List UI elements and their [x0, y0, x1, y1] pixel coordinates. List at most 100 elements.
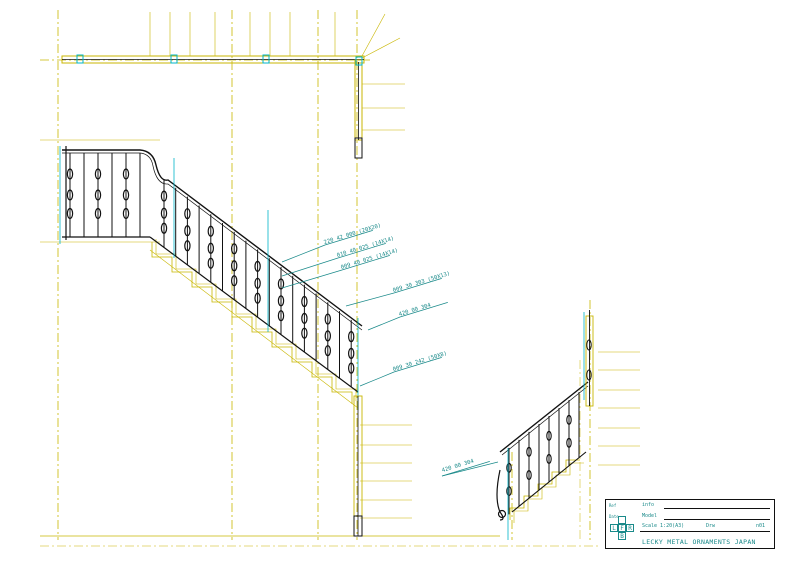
baluster-twist [324, 345, 331, 357]
volute-scroll [497, 509, 507, 519]
baluster-twist [301, 312, 308, 324]
baluster-twist [506, 486, 512, 497]
callout-underline [393, 278, 442, 294]
baluster-twist [184, 208, 191, 220]
baluster-twist [254, 277, 261, 289]
baluster-twist [184, 240, 191, 252]
handrail [62, 149, 363, 327]
callout-label-c5: 420 00 304 [398, 302, 432, 318]
baluster-twist [66, 189, 74, 201]
company-name: LECKY METAL ORNAMENTS JAPAN [642, 538, 756, 546]
baluster-twist [566, 414, 572, 425]
baluster-twist [94, 207, 102, 220]
baluster-twist [207, 257, 214, 269]
bottom-rail-sloped [149, 236, 359, 393]
view-box-front: F [618, 524, 626, 532]
baluster-twist [230, 243, 238, 255]
baluster-twist [324, 330, 331, 342]
baluster-twist [207, 242, 214, 254]
baluster-twist [122, 207, 130, 220]
title-block-line [664, 508, 770, 509]
grid-lines [40, 10, 640, 547]
title-block-date-label: Date [609, 514, 619, 519]
baluster-twist [324, 313, 331, 325]
title-block-model-value: Model [642, 513, 658, 519]
baluster-twist [66, 168, 74, 180]
volute [496, 469, 504, 521]
baluster-twist [160, 190, 168, 202]
view-box-right: R [626, 524, 634, 532]
baluster-twist [66, 207, 74, 220]
title-block-line [640, 531, 770, 532]
part-callouts: 220 42 000 (20X20)010 40 025 (14X14)009 … [281, 223, 499, 477]
callout-leader [345, 292, 395, 307]
baluster-twist [94, 189, 102, 201]
title-block-line [664, 519, 770, 520]
baluster-twist [122, 168, 130, 180]
title-block-scale: Scale 1:20(A3) [642, 523, 685, 529]
title-block: Ref info Date Model Scale 1:20(A3) Drw n… [605, 499, 775, 549]
title-block-ref-label: Ref [609, 503, 617, 508]
newel-twist [586, 339, 592, 351]
lower-right-railing [496, 310, 594, 540]
baluster-twist [254, 292, 261, 304]
baluster-twist [230, 275, 238, 287]
callout-leader [367, 316, 401, 331]
callout-underline [393, 357, 442, 373]
callout-label-c4: 009 30 303 (50X13) [392, 271, 451, 294]
stair-profile-inner [155, 239, 357, 401]
baluster-twist [301, 295, 308, 308]
view-box-left: L [610, 524, 618, 532]
baluster-twist [348, 362, 355, 374]
callout-underline [441, 461, 490, 477]
baluster-twist [207, 225, 214, 237]
title-block-ref-value: info [642, 502, 655, 508]
baluster-twist [94, 168, 102, 180]
newel-post-plan [354, 137, 363, 159]
view-box-back: B [618, 532, 626, 540]
post-plan [355, 56, 363, 66]
baluster-twist [277, 310, 285, 322]
stair-profile [151, 242, 353, 404]
baluster-twist [254, 260, 261, 272]
baluster-twist [122, 189, 130, 201]
callout-underline [399, 302, 448, 318]
callout-leader [281, 269, 343, 289]
baluster-twist [526, 469, 532, 481]
lower-post-base [353, 515, 363, 537]
baluster-twist [184, 225, 191, 237]
grid-diagonal [361, 13, 386, 57]
baluster-twist [526, 446, 532, 457]
callout-leader [281, 244, 326, 263]
callout-label-c6: 009 30 242 (50X8) [392, 351, 448, 373]
grid-diagonal [361, 37, 401, 59]
baluster-twist [546, 453, 552, 464]
callout-underline [324, 230, 373, 246]
baluster-twist [546, 430, 552, 441]
baluster-twist [160, 222, 168, 234]
main-railing [59, 146, 363, 537]
baluster-twist [277, 295, 285, 307]
callout-underline [341, 255, 390, 271]
baluster-twist [301, 327, 308, 339]
title-block-extra: Drw [706, 523, 716, 529]
top-plan-view [61, 54, 365, 159]
newel-twist [586, 369, 592, 381]
post-plan [170, 54, 178, 64]
handrail-inner [501, 385, 589, 456]
baluster-twist [566, 437, 572, 448]
baluster-twist [506, 462, 512, 473]
callout-leader [441, 461, 499, 477]
baluster-twist [348, 347, 355, 360]
stair-stringer [149, 249, 359, 409]
callout-leader [281, 257, 339, 277]
post-plan [262, 54, 270, 64]
callout-leader [359, 371, 395, 387]
baluster-twist [277, 278, 285, 290]
baluster-twist [230, 260, 238, 272]
callout-underline [337, 243, 386, 259]
title-block-sheet: n01 [756, 523, 766, 529]
baluster-twist [160, 207, 168, 219]
baluster-twist [348, 331, 355, 343]
